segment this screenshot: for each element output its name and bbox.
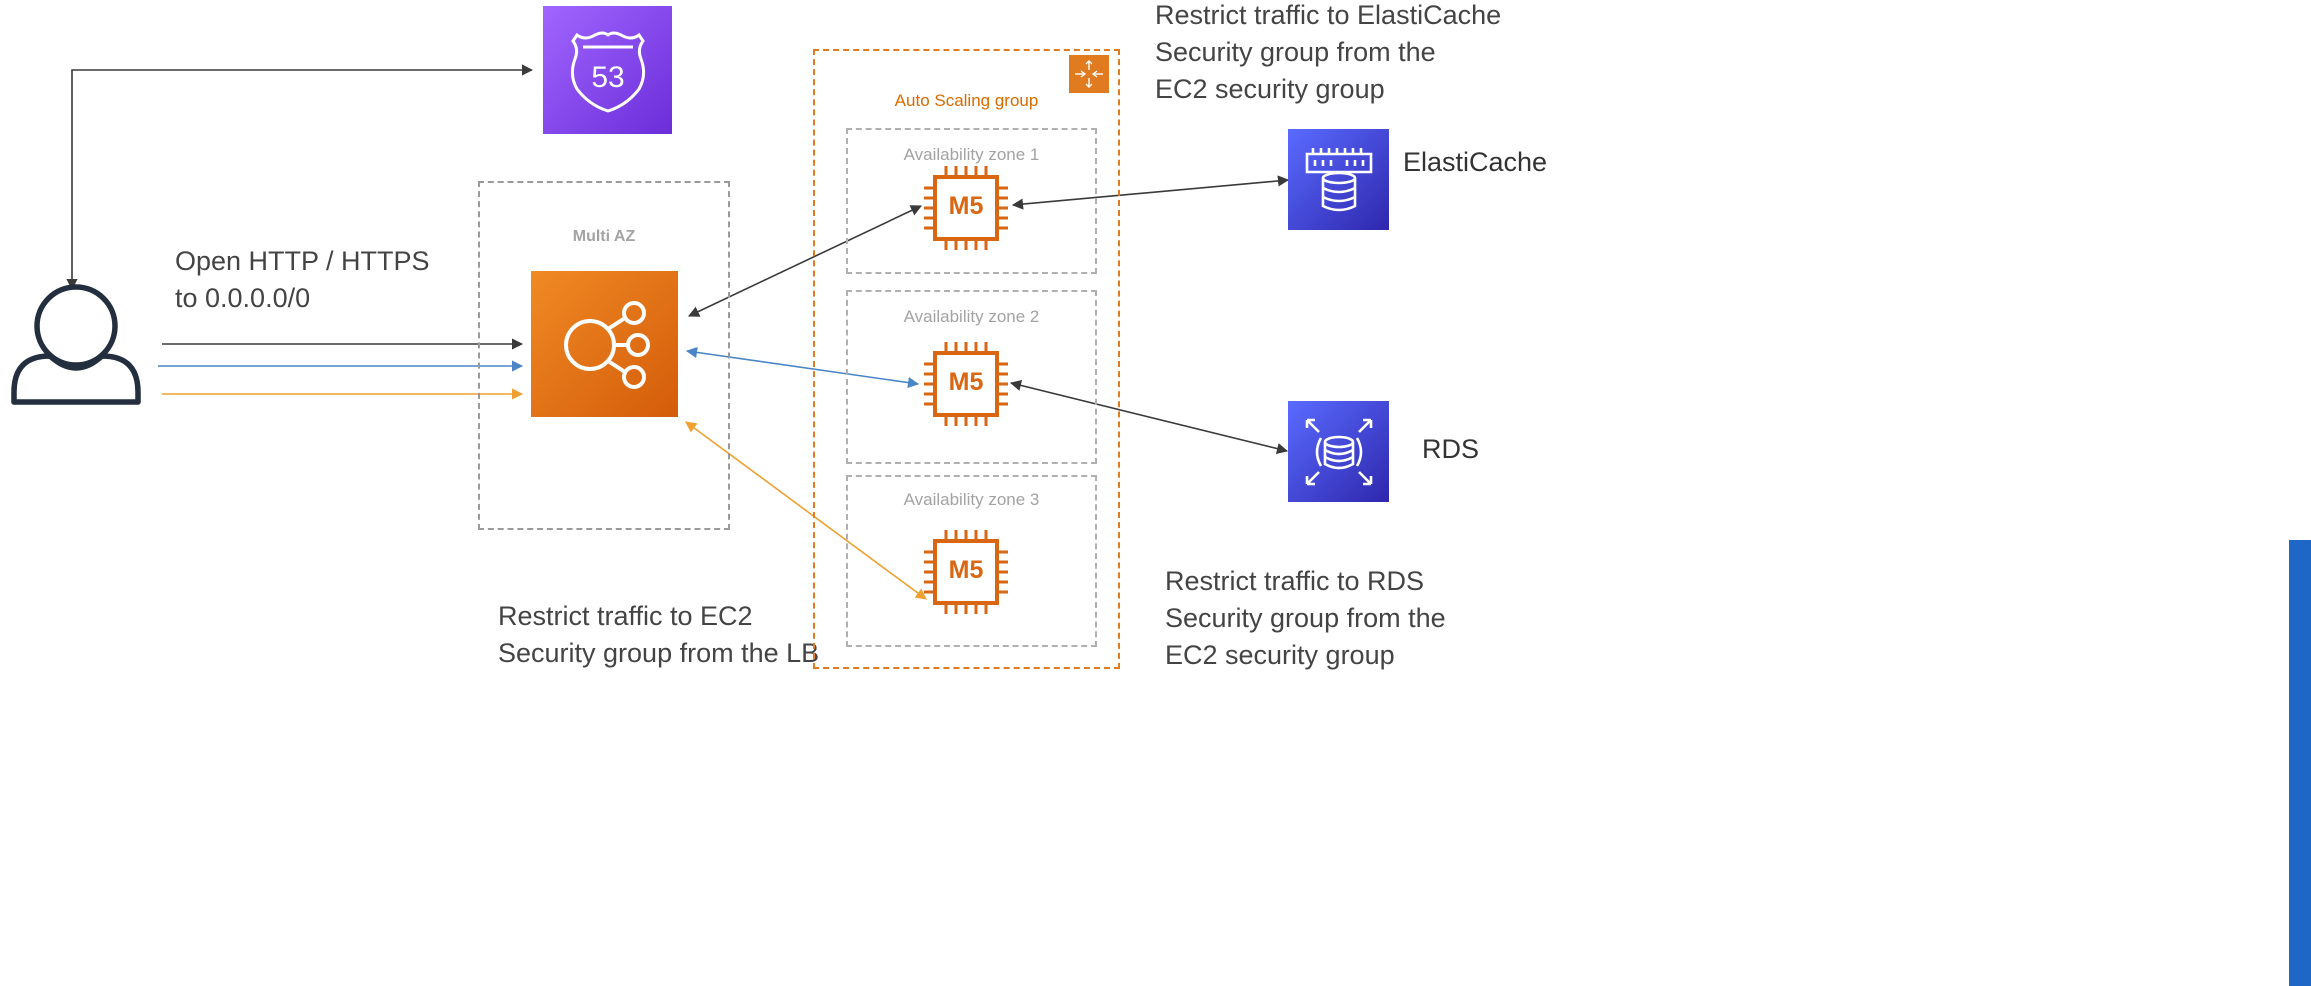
load-balancer-icon bbox=[531, 271, 678, 417]
multi-az-label: Multi AZ bbox=[572, 228, 636, 245]
restrict-rds-line-3: EC2 security group bbox=[1165, 640, 1395, 670]
auto-scaling-icon bbox=[1069, 55, 1109, 93]
auto-scaling-group bbox=[813, 49, 1120, 669]
ec2-chip-icon bbox=[924, 166, 1008, 250]
open-http-note: Open HTTP / HTTPS to 0.0.0.0/0 bbox=[175, 243, 515, 317]
restrict-elasticache-line-3: EC2 security group bbox=[1155, 74, 1385, 104]
restrict-ec2-line-1: Restrict traffic to EC2 bbox=[498, 601, 753, 631]
restrict-elasticache-line-2: Security group from the bbox=[1155, 37, 1436, 67]
arrow-lb-m5-1 bbox=[687, 205, 923, 317]
arrow-lb-m5-2 bbox=[685, 346, 920, 389]
availability-zone-2 bbox=[846, 290, 1097, 464]
watermark-url-bar bbox=[2289, 540, 2311, 986]
availability-zone-3 bbox=[846, 475, 1097, 647]
availability-zone-1 bbox=[846, 128, 1097, 274]
user-icon bbox=[8, 280, 144, 406]
multi-az-group bbox=[478, 181, 730, 530]
restrict-elasticache-line-1: Restrict traffic to ElastiCache bbox=[1155, 0, 1502, 30]
ec2-chip-icon bbox=[924, 530, 1008, 614]
rds-icon bbox=[1288, 401, 1389, 502]
elb-icon bbox=[563, 301, 650, 389]
restrict-rds-note: Restrict traffic to RDS Security group f… bbox=[1165, 563, 1545, 674]
arrow-m5-rds bbox=[1009, 379, 1289, 455]
open-http-line-1: Open HTTP / HTTPS bbox=[175, 246, 430, 276]
restrict-rds-line-2: Security group from the bbox=[1165, 603, 1446, 633]
ec2-instance-2: M5 bbox=[921, 339, 1011, 429]
arrow-m5-elasticache bbox=[1011, 175, 1290, 210]
restrict-ec2-line-2: Security group from the LB bbox=[498, 638, 820, 668]
elasticache-label: ElastiCache bbox=[1403, 147, 1548, 177]
open-http-line-2: to 0.0.0.0/0 bbox=[175, 283, 311, 313]
instance-2-label: M5 bbox=[948, 368, 984, 396]
az2-label: Availability zone 2 bbox=[903, 307, 1040, 326]
restrict-rds-line-1: Restrict traffic to RDS bbox=[1165, 566, 1425, 596]
memory-database-icon bbox=[1305, 147, 1372, 211]
restrict-ec2-note: Restrict traffic to EC2 Security group f… bbox=[498, 598, 878, 672]
shield-icon: 53 bbox=[570, 31, 645, 113]
route53-number: 53 bbox=[591, 61, 624, 94]
az1-label: Availability zone 1 bbox=[903, 145, 1040, 164]
instance-1-label: M5 bbox=[948, 192, 984, 220]
ec2-instance-1: M5 bbox=[921, 163, 1011, 253]
ec2-chip-icon bbox=[924, 342, 1008, 426]
rds-label: RDS bbox=[1422, 434, 1480, 464]
restrict-elasticache-note: Restrict traffic to ElastiCache Security… bbox=[1155, 0, 1575, 108]
az3-label: Availability zone 3 bbox=[903, 490, 1040, 509]
watermark-strip bbox=[2281, 0, 2311, 986]
auto-scaling-label: Auto Scaling group bbox=[894, 91, 1039, 110]
database-icon bbox=[1305, 418, 1372, 485]
instance-3-label: M5 bbox=[948, 556, 984, 584]
route53-icon: 53 bbox=[543, 6, 672, 134]
arrow-route53-user bbox=[66, 64, 534, 291]
arrow-lb-m5-3 bbox=[685, 421, 927, 600]
ec2-instance-3: M5 bbox=[921, 527, 1011, 617]
elasticache-icon bbox=[1288, 129, 1389, 230]
